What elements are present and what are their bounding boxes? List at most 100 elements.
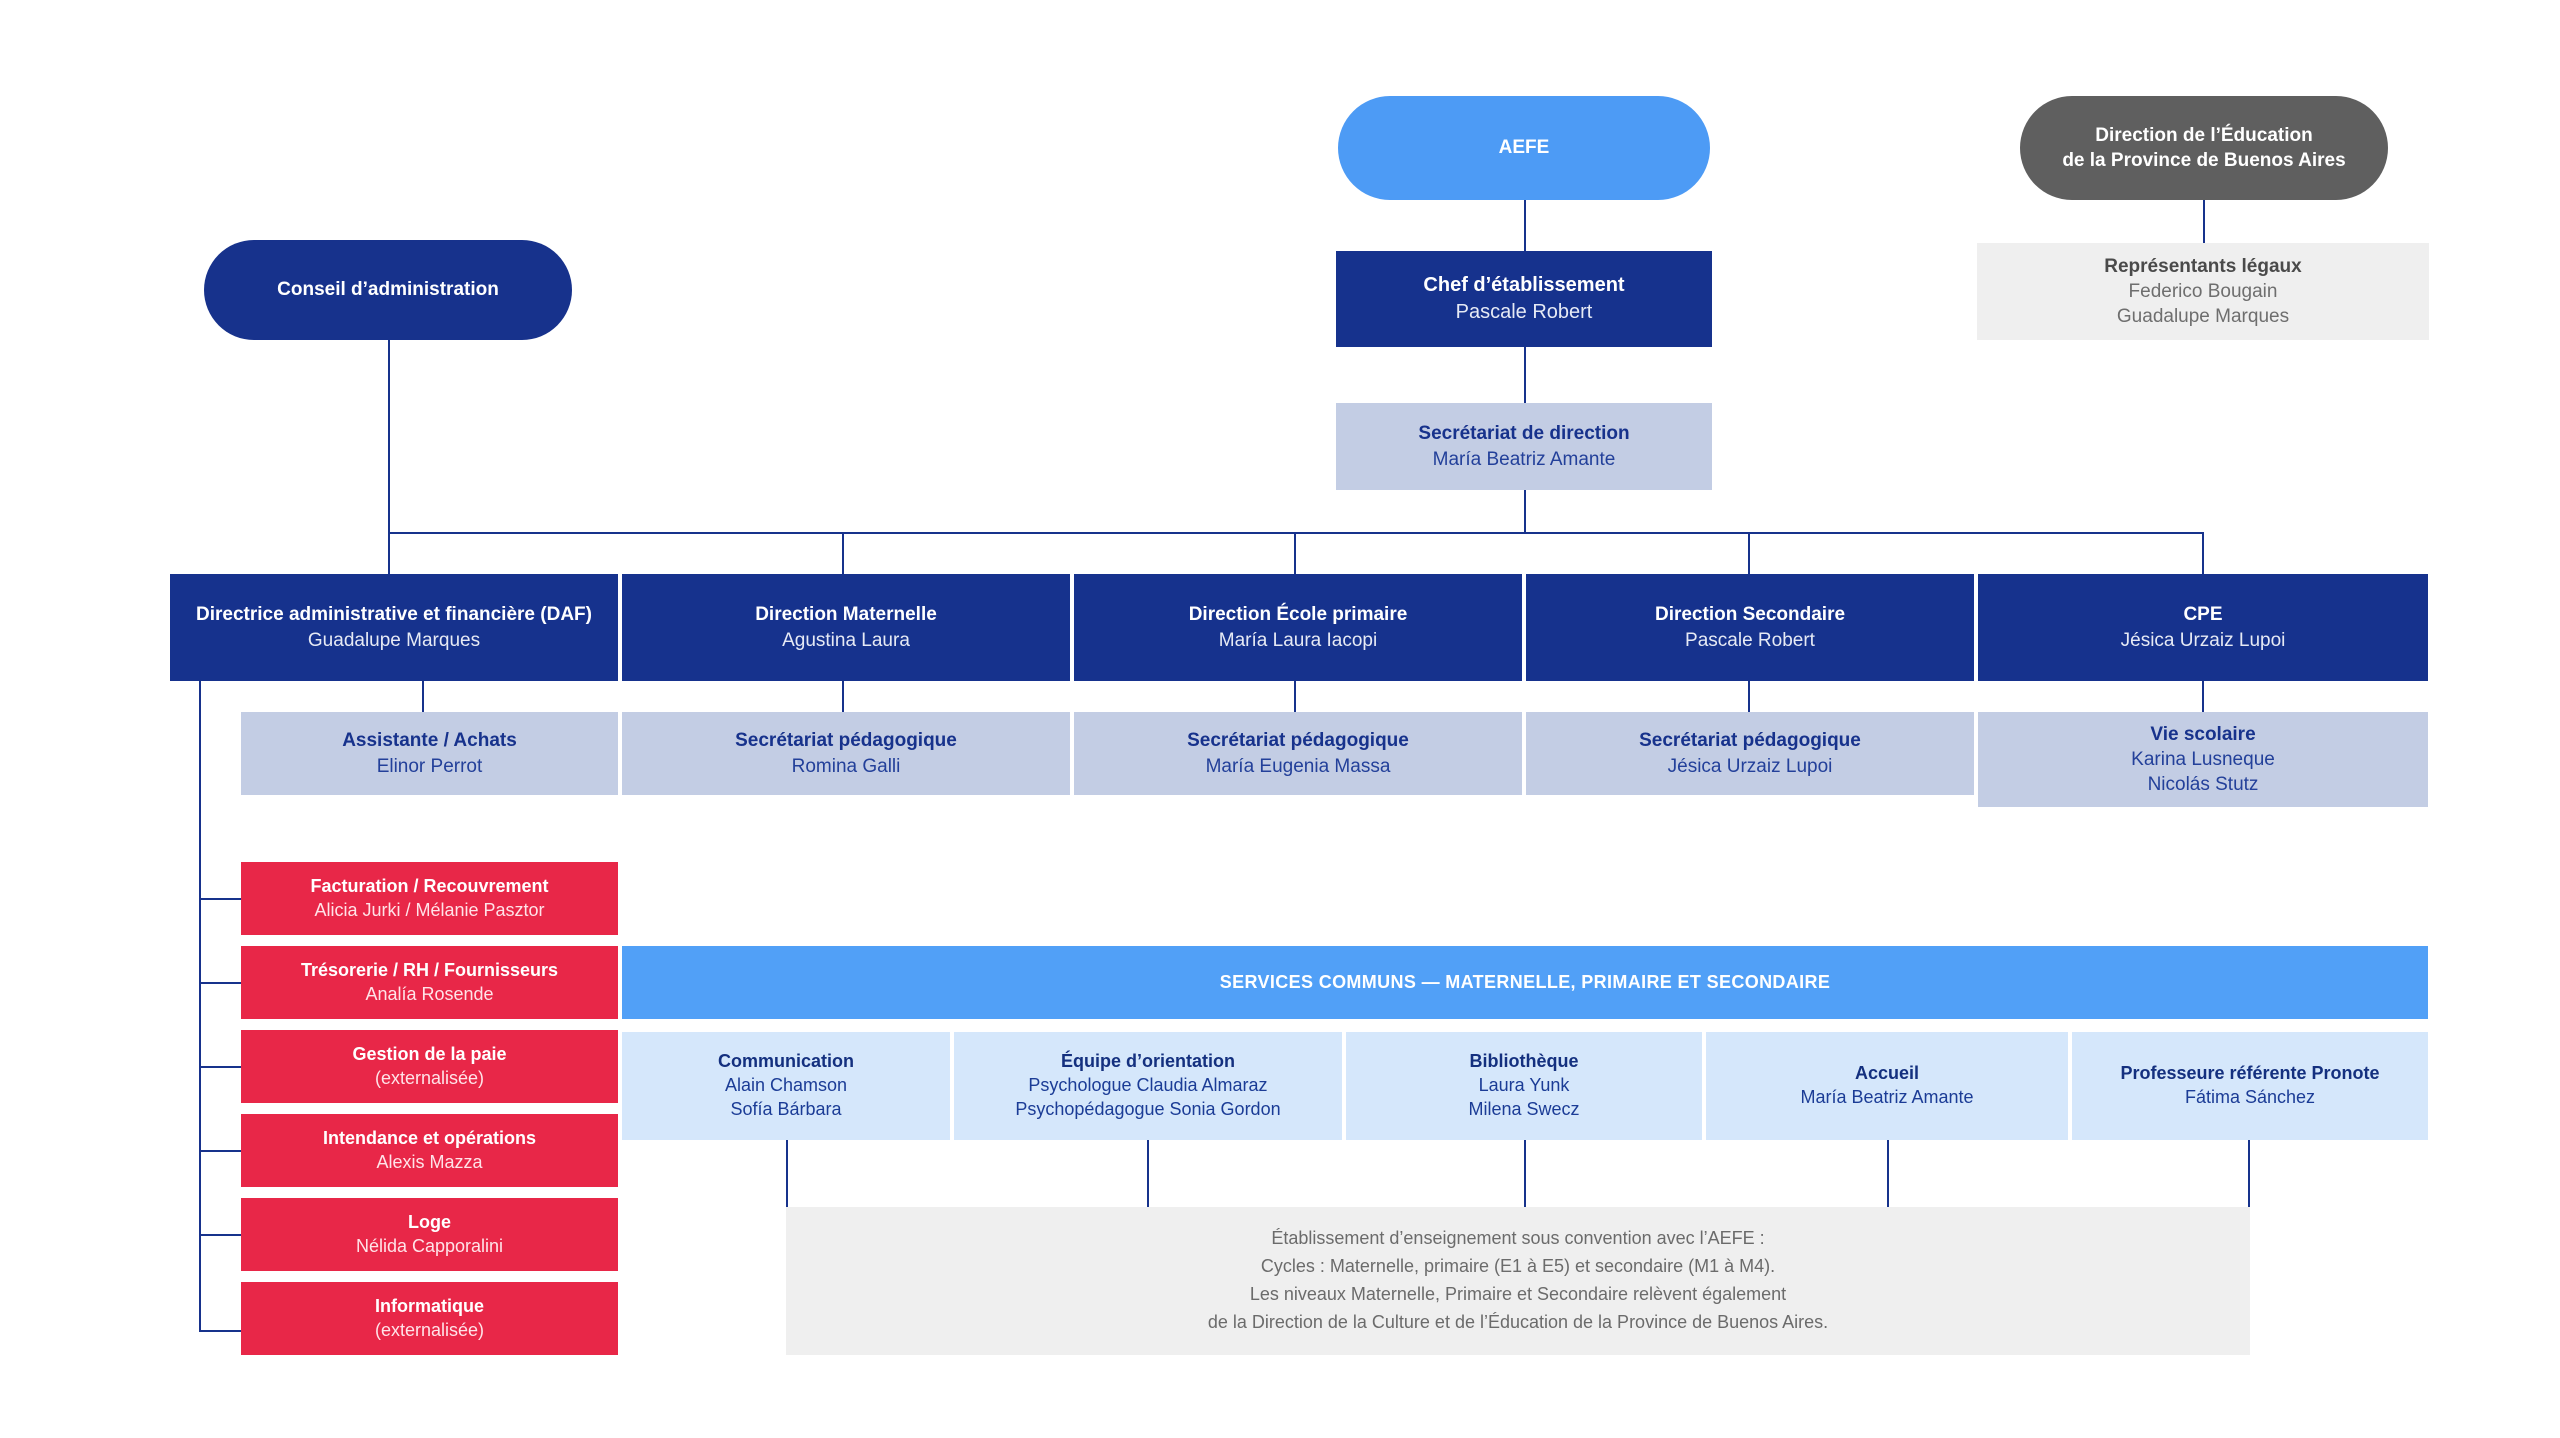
loge-name: Nélida Capporalini xyxy=(355,1235,504,1256)
node-assistante-achats[interactable]: Assistante / Achats Elinor Perrot xyxy=(241,712,618,795)
tresorerie-title: Trésorerie / RH / Fournisseurs xyxy=(300,959,559,980)
orientation-name-2: Psychopédagogue Sonia Gordon xyxy=(1015,1098,1281,1119)
direction-daf-title: Directrice administrative et financière … xyxy=(196,604,592,626)
informatique-name: (externalisée) xyxy=(374,1319,485,1340)
connector-aefe-to-chef xyxy=(1524,200,1526,251)
vie-scolaire-name-1: Karina Lusneque xyxy=(2131,748,2275,770)
node-direction-cpe[interactable]: CPE Jésica Urzaiz Lupoi xyxy=(1978,574,2428,681)
node-gestion-paie[interactable]: Gestion de la paie (externalisée) xyxy=(241,1030,618,1103)
chef-name: Pascale Robert xyxy=(1455,301,1593,323)
assistante-achats-title: Assistante / Achats xyxy=(342,730,517,752)
node-professeure-referente-pronote[interactable]: Professeure référente Pronote Fátima Sán… xyxy=(2072,1032,2428,1140)
connector-chef-to-secretariat xyxy=(1524,347,1526,403)
node-facturation-recouvrement[interactable]: Facturation / Recouvrement Alicia Jurki … xyxy=(241,862,618,935)
node-secretariat-primaire[interactable]: Secrétariat pédagogique María Eugenia Ma… xyxy=(1074,712,1522,795)
connector-bibliotheque-down xyxy=(1524,1140,1526,1212)
direction-cpe-name: Jésica Urzaiz Lupoi xyxy=(2120,629,2286,651)
tresorerie-name: Analía Rosende xyxy=(365,983,494,1004)
node-direction-maternelle[interactable]: Direction Maternelle Agustina Laura xyxy=(622,574,1070,681)
vie-scolaire-title: Vie scolaire xyxy=(2150,723,2256,745)
connector-accueil-down xyxy=(1887,1140,1889,1212)
connector-orientation-down xyxy=(1147,1140,1149,1212)
node-secretariat-direction[interactable]: Secrétariat de direction María Beatriz A… xyxy=(1336,403,1712,490)
connector-bus-to-secondaire xyxy=(1748,532,1750,574)
banner-services-communs[interactable]: SERVICES COMMUNS — MATERNELLE, PRIMAIRE … xyxy=(622,946,2428,1019)
node-intendance-operations[interactable]: Intendance et opérations Alexis Mazza xyxy=(241,1114,618,1187)
direction-daf-name: Guadalupe Marques xyxy=(307,629,481,651)
accueil-title: Accueil xyxy=(1854,1063,1920,1084)
node-chef-etablissement[interactable]: Chef d’établissement Pascale Robert xyxy=(1336,251,1712,347)
node-accueil[interactable]: Accueil María Beatriz Amante xyxy=(1706,1032,2068,1140)
connector-conseil-drop xyxy=(388,340,390,532)
secretariat-maternelle-name: Romina Galli xyxy=(791,755,901,777)
connector-secretariat-to-bus xyxy=(1524,490,1526,533)
connector-communication-down xyxy=(786,1140,788,1212)
node-tresorerie-rh-fournisseurs[interactable]: Trésorerie / RH / Fournisseurs Analía Ro… xyxy=(241,946,618,1019)
communication-name-1: Alain Chamson xyxy=(724,1075,848,1096)
gestion-paie-name: (externalisée) xyxy=(374,1067,485,1088)
communication-name-2: Sofía Bárbara xyxy=(730,1098,842,1119)
province-title-line1: Direction de l’Éducation xyxy=(2095,124,2313,146)
vie-scolaire-name-2: Nicolás Stutz xyxy=(2147,774,2259,796)
secretariat-secondaire-title: Secrétariat pédagogique xyxy=(1639,730,1861,752)
orientation-title: Équipe d’orientation xyxy=(1061,1051,1235,1072)
footnote-line-4: de la Direction de la Culture et de l’Éd… xyxy=(1207,1311,1829,1332)
connector-maternelle-to-secretariat xyxy=(842,681,844,712)
chef-title: Chef d’établissement xyxy=(1423,274,1625,297)
facturation-title: Facturation / Recouvrement xyxy=(310,875,549,896)
intendance-name: Alexis Mazza xyxy=(376,1151,483,1172)
legal-reps-title: Représentants légaux xyxy=(2104,255,2302,277)
connector-bus-to-maternelle xyxy=(842,532,844,574)
aefe-title: AEFE xyxy=(1498,137,1550,159)
footnote-line-1: Établissement d’enseignement sous conven… xyxy=(1271,1228,1765,1249)
connector-spine-to-facturation xyxy=(199,898,241,900)
node-informatique[interactable]: Informatique (externalisée) xyxy=(241,1282,618,1355)
node-communication[interactable]: Communication Alain Chamson Sofía Bárbar… xyxy=(622,1032,950,1140)
node-conseil-administration[interactable]: Conseil d’administration xyxy=(204,240,572,340)
secretariat-secondaire-name: Jésica Urzaiz Lupoi xyxy=(1667,755,1833,777)
connector-primaire-to-secretariat xyxy=(1294,681,1296,712)
bibliotheque-name-2: Milena Swecz xyxy=(1468,1098,1580,1119)
node-direction-education-province[interactable]: Direction de l’Éducation de la Province … xyxy=(2020,96,2388,200)
bibliotheque-title: Bibliothèque xyxy=(1469,1051,1579,1072)
node-secretariat-maternelle[interactable]: Secrétariat pédagogique Romina Galli xyxy=(622,712,1070,795)
footnote-convention-aefe: Établissement d’enseignement sous conven… xyxy=(786,1207,2250,1355)
node-loge[interactable]: Loge Nélida Capporalini xyxy=(241,1198,618,1271)
legal-reps-name-1: Federico Bougain xyxy=(2128,280,2278,302)
node-bibliotheque[interactable]: Bibliothèque Laura Yunk Milena Swecz xyxy=(1346,1032,1702,1140)
direction-secondaire-title: Direction Secondaire xyxy=(1654,604,1846,626)
conseil-title: Conseil d’administration xyxy=(277,279,499,301)
node-secretariat-secondaire[interactable]: Secrétariat pédagogique Jésica Urzaiz Lu… xyxy=(1526,712,1974,795)
connector-spine-to-intendance xyxy=(199,1150,241,1152)
connector-spine-to-informatique xyxy=(199,1330,241,1332)
accueil-name: María Beatriz Amante xyxy=(1800,1087,1974,1107)
node-direction-secondaire[interactable]: Direction Secondaire Pascale Robert xyxy=(1526,574,1974,681)
connector-daf-spine xyxy=(199,681,201,1332)
loge-title: Loge xyxy=(408,1211,451,1232)
node-equipe-orientation[interactable]: Équipe d’orientation Psychologue Claudia… xyxy=(954,1032,1342,1140)
footnote-line-2: Cycles : Maternelle, primaire (E1 à E5) … xyxy=(1260,1256,1776,1277)
gestion-paie-title: Gestion de la paie xyxy=(352,1043,507,1064)
node-aefe[interactable]: AEFE xyxy=(1338,96,1710,200)
facturation-name: Alicia Jurki / Mélanie Pasztor xyxy=(314,899,545,920)
assistante-achats-name: Elinor Perrot xyxy=(376,755,483,777)
intendance-title: Intendance et opérations xyxy=(322,1127,537,1148)
node-vie-scolaire[interactable]: Vie scolaire Karina Lusneque Nicolás Stu… xyxy=(1978,712,2428,807)
bibliotheque-name-1: Laura Yunk xyxy=(1478,1075,1570,1096)
secretariat-direction-name: María Beatriz Amante xyxy=(1432,448,1616,470)
connector-province-to-legalreps xyxy=(2203,200,2205,243)
node-representants-legaux[interactable]: Représentants légaux Federico Bougain Gu… xyxy=(1977,243,2429,340)
direction-primaire-title: Direction École primaire xyxy=(1188,604,1408,626)
connector-spine-to-paie xyxy=(199,1066,241,1068)
connector-cpe-to-viescolaire xyxy=(2202,681,2204,712)
connector-daf-to-assistante xyxy=(422,681,424,712)
province-title-line2: de la Province de Buenos Aires xyxy=(2062,150,2346,171)
connector-bus-to-cpe xyxy=(2202,532,2204,574)
node-direction-primaire[interactable]: Direction École primaire María Laura Iac… xyxy=(1074,574,1522,681)
communication-title: Communication xyxy=(717,1051,854,1072)
connector-spine-to-tresorerie xyxy=(199,982,241,984)
node-direction-daf[interactable]: Directrice administrative et financière … xyxy=(170,574,618,681)
secretariat-primaire-name: María Eugenia Massa xyxy=(1205,755,1391,777)
secretariat-maternelle-title: Secrétariat pédagogique xyxy=(735,730,957,752)
